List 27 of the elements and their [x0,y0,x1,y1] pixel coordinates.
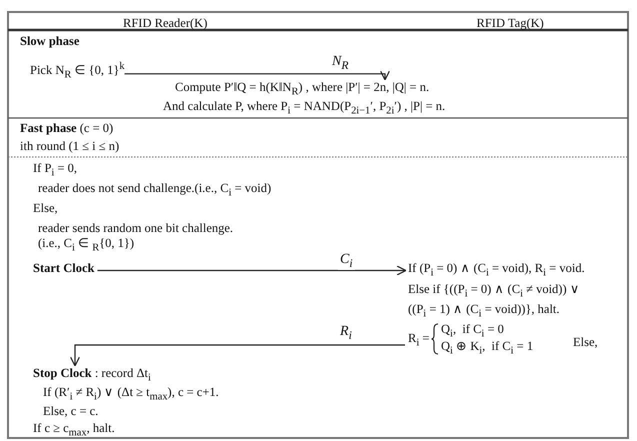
column-header: RFID Reader(K) [123,16,208,31]
formula-text: Q$_{i}$, if C$_{i}$ = 0 [441,322,504,341]
step-text: And calculate P, where P$_{i}$ = NAND(P$_{2i−1}$′, P$_{2i}$′) , |P| = n. [163,99,446,118]
round-heading: ith round (1 ≤ i ≤ n) [20,139,120,154]
condition-text: If (R′$_{i}$ ≠ R$_{i}$) ∨ (Δt ≥ t$_{max}$), c = c+1. [43,385,219,404]
formula-text: R$_{i}$ = [408,331,430,350]
formula-text: Q$_{i}$ ⊕ K$_{i}$, if C$_{i}$ = 1 [441,339,534,358]
condition-text: Else, [33,201,58,216]
step-text: Start Clock [33,261,94,276]
side-note: Else, [573,335,598,350]
step-text: Else, c = c. [43,404,98,419]
step-text: Pick N$_{R}$ ∈ {0, 1}$^{k}$ [30,59,125,83]
section-heading: Slow phase [20,34,80,49]
message-label: C$_{i}$ [338,252,355,270]
message-arrow [70,344,405,366]
step-text: If (P$_{i}$ = 0) ∧ (C$_{i}$ = void), R$_{i}$ = void. [408,261,585,280]
message-arrow [124,70,390,80]
condition-text: If P$_{i}$ = 0, [33,161,77,180]
section-heading: Fast phase (c = 0) [20,121,114,136]
column-header: RFID Tag(K) [476,16,544,31]
step-text: Compute P′‖Q = h(K‖N$_{R}$) , where |P′| = 2n, |Q| = n. [175,80,430,100]
step-text: Stop Clock : record Δt$_{i}$ [33,366,151,386]
step-text: reader does not send challenge.(i.e., C$_{i}$ = void) [38,181,272,200]
condition-text: If c ≥ c$_{max}$, halt. [33,421,115,440]
condition-text: Else if {((P$_{i}$ = 0) ∧ (C$_{i}$ ≠ void)) ∨ ((P$_{i}$ = 1) ∧ (C$_{i}$ = void))}, halt. [408,282,581,321]
step-text: reader sends random one bit challenge. (i.e., C$_{i}$ ∈ $_{R}${0, 1}) [38,221,234,256]
message-arrow [97,265,406,276]
